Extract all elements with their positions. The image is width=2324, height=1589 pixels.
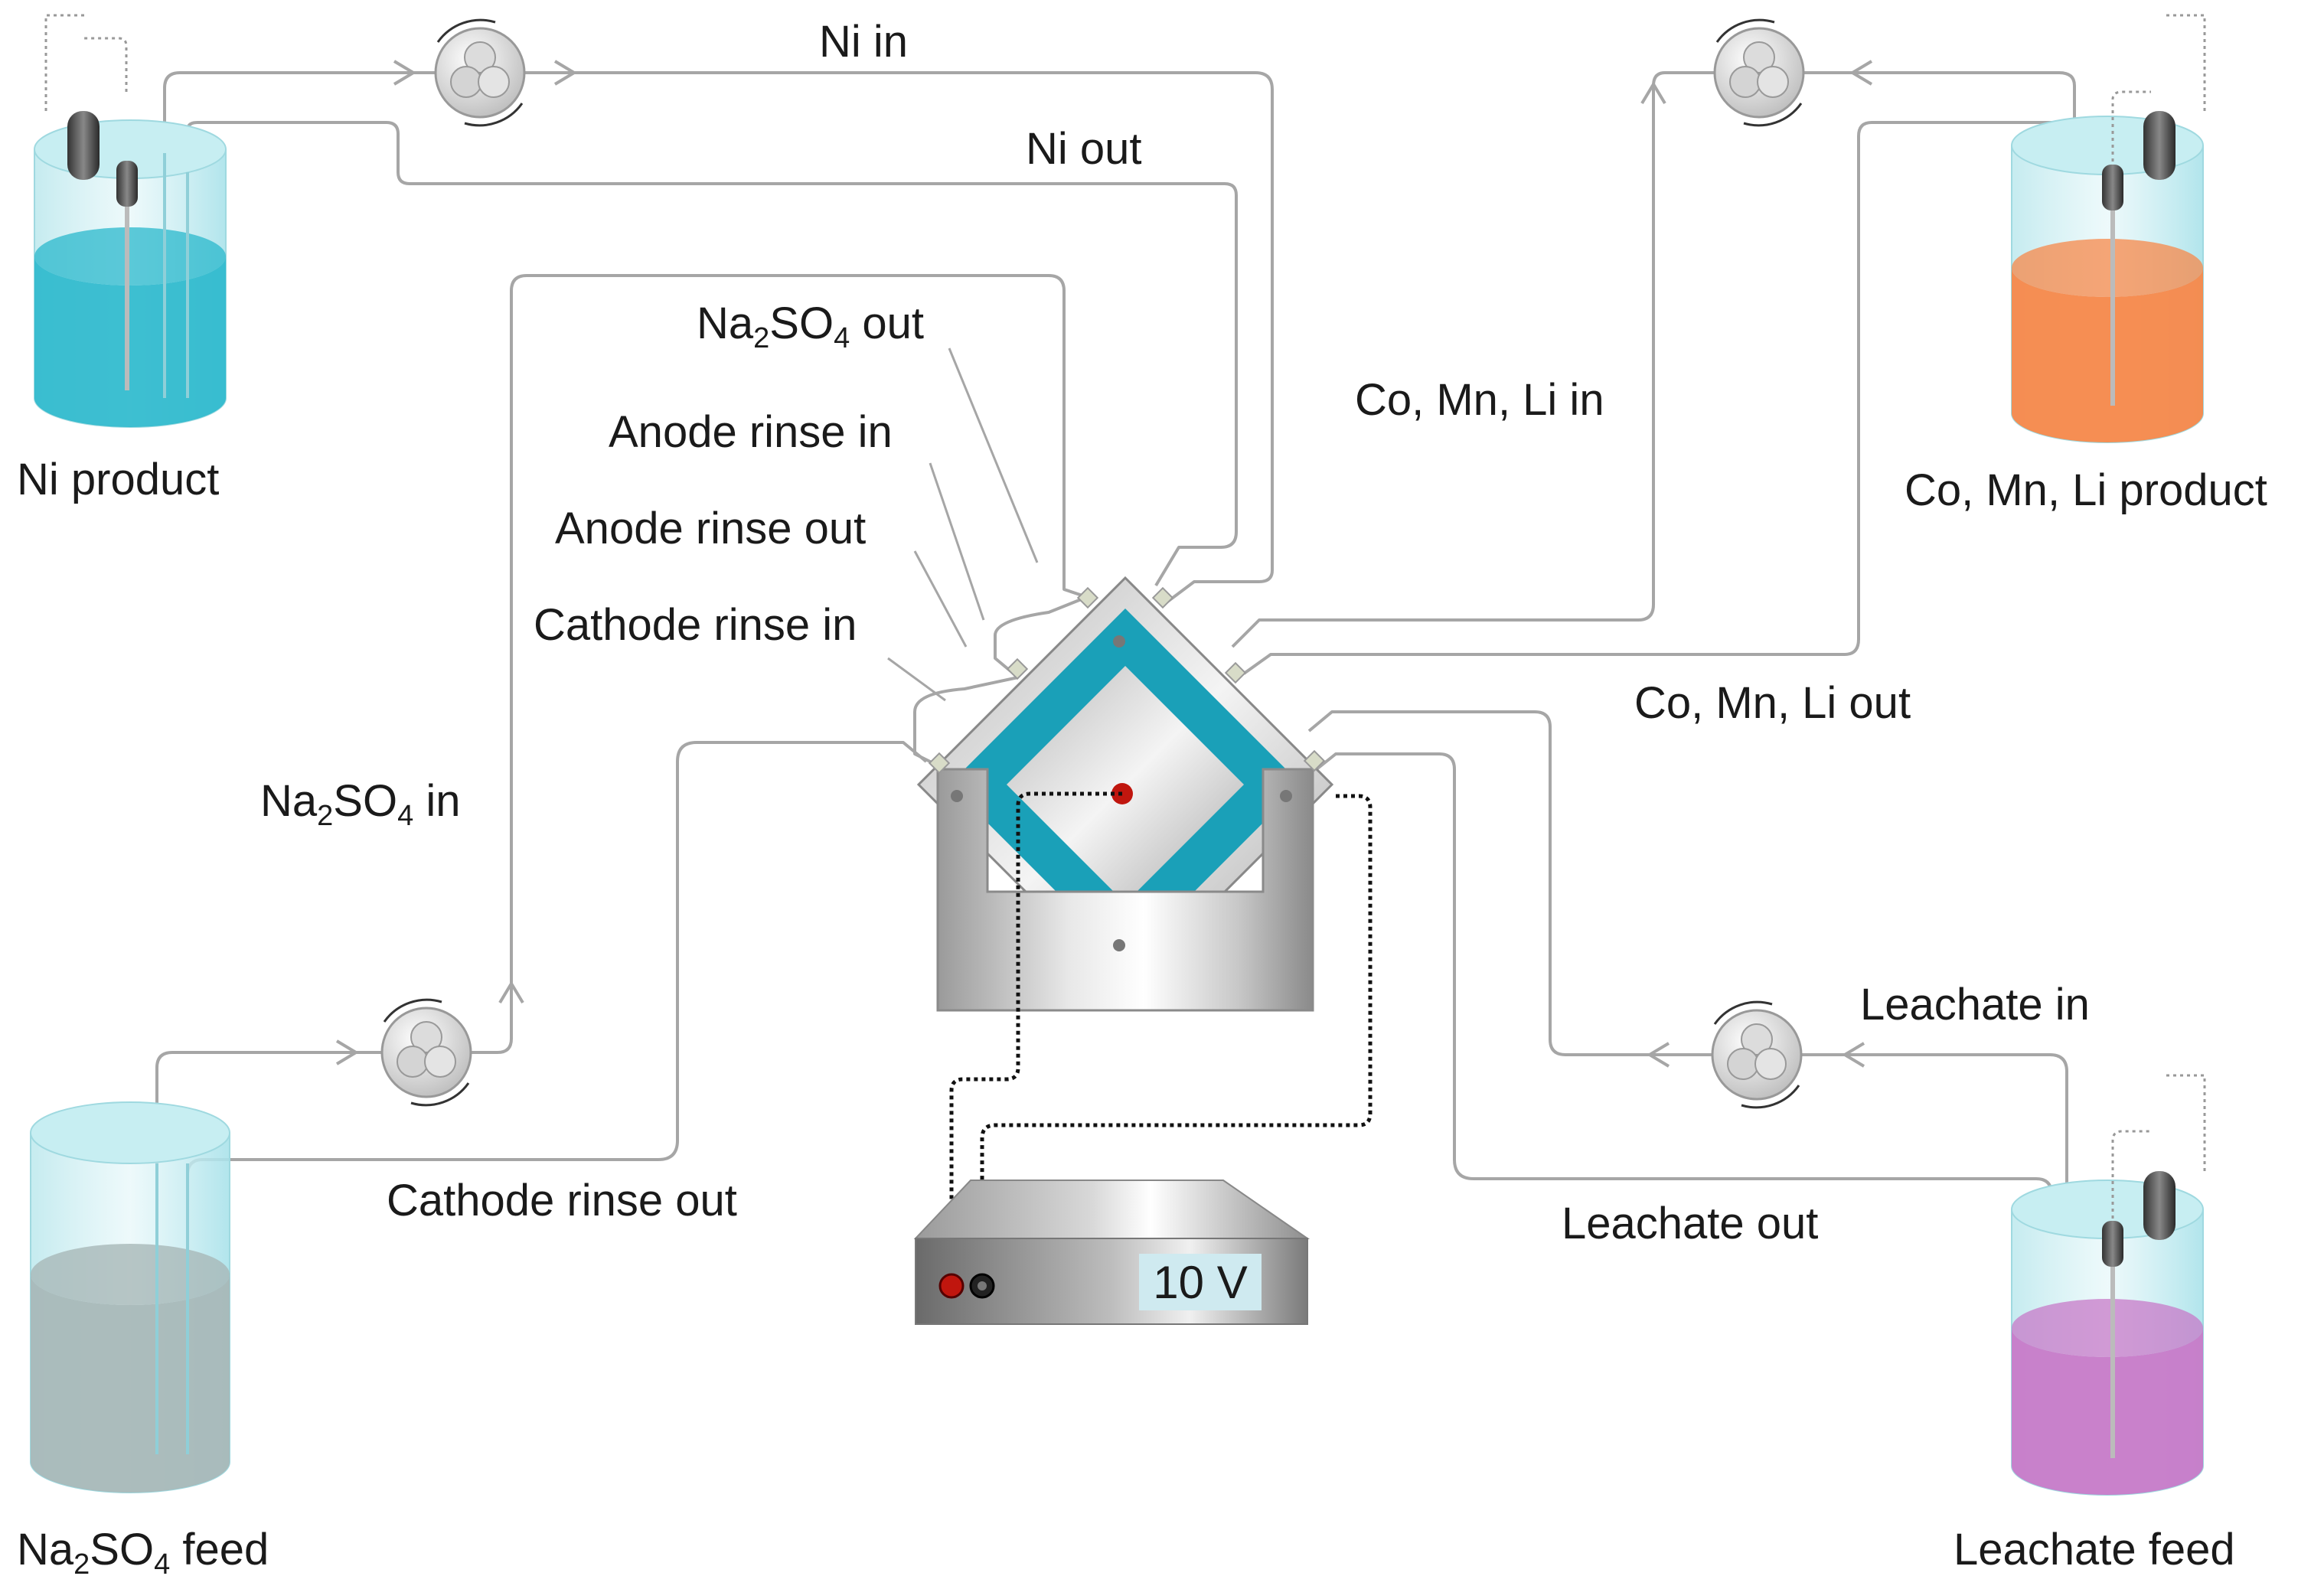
electrodialysis-cell bbox=[916, 576, 1334, 1012]
cell-holder bbox=[936, 768, 1314, 1012]
arrow-ni-in-2 bbox=[553, 60, 577, 86]
arrow-co-in-2 bbox=[1640, 81, 1666, 105]
tube-anode-rinse bbox=[994, 595, 1088, 679]
voltage-value: 10 V bbox=[1153, 1256, 1248, 1308]
pump-ni[interactable] bbox=[434, 18, 526, 127]
label-ni-product: Ni product bbox=[17, 455, 220, 504]
tube-ni-in bbox=[163, 71, 1274, 606]
arrow-na-in-1 bbox=[335, 1039, 359, 1065]
label-anode-rinse-in: Anode rinse in bbox=[609, 407, 893, 457]
label-cathode-rinse-in: Cathode rinse in bbox=[534, 600, 857, 650]
liquid-co-mn-li-product bbox=[2012, 268, 2203, 442]
label-leachate-in: Leachate in bbox=[1860, 980, 2090, 1029]
liquid-leachate-feed bbox=[2012, 1328, 2203, 1495]
flow-arrows bbox=[335, 60, 1873, 1068]
label-na2so4-in: Na2SO4 in bbox=[260, 776, 461, 832]
wire-negative bbox=[980, 794, 1373, 1286]
label-leachate-out: Leachate out bbox=[1562, 1199, 1819, 1248]
conductivity-probe-ni bbox=[116, 161, 138, 207]
label-leachate-feed: Leachate feed bbox=[1954, 1525, 2235, 1574]
conductivity-probe-co bbox=[2102, 165, 2123, 210]
positive-output-terminal[interactable] bbox=[938, 1273, 965, 1299]
electrical-wiring bbox=[949, 791, 1373, 1286]
pump-leachate[interactable] bbox=[1711, 1000, 1803, 1109]
arrow-ni-in-1 bbox=[393, 60, 416, 86]
wire-positive bbox=[949, 791, 1122, 1286]
arrow-leach-in-1 bbox=[1842, 1042, 1865, 1068]
label-ni-out: Ni out bbox=[1026, 124, 1142, 174]
label-ni-in: Ni in bbox=[819, 17, 909, 67]
label-co-mn-li-in: Co, Mn, Li in bbox=[1355, 375, 1604, 425]
ph-probe-ni bbox=[67, 111, 100, 180]
arrow-leach-in-2 bbox=[1647, 1042, 1670, 1068]
label-na2so4-feed: Na2SO4 feed bbox=[17, 1525, 269, 1581]
ph-probe-leachate bbox=[2143, 1171, 2175, 1240]
tube-leachate-in bbox=[1307, 710, 2068, 1209]
leader-cathode-rinse-in bbox=[887, 657, 946, 702]
voltage-display: 10 V bbox=[1139, 1254, 1262, 1310]
tank-leachate-feed bbox=[2011, 1074, 2206, 1496]
tube-leachate-out bbox=[1315, 752, 2053, 1209]
arrow-co-in-1 bbox=[1849, 60, 1873, 86]
pump-na2so4[interactable] bbox=[380, 998, 472, 1107]
liquid-na2so4-feed bbox=[31, 1274, 230, 1493]
label-co-mn-li-product: Co, Mn, Li product bbox=[1905, 465, 2267, 515]
tank-na2so4-feed bbox=[30, 1101, 230, 1493]
tube-ni-out bbox=[186, 121, 1238, 587]
arrow-na-in-2 bbox=[498, 980, 524, 1004]
liquid-ni-product bbox=[34, 256, 226, 427]
label-anode-rinse-out: Anode rinse out bbox=[555, 504, 867, 553]
label-na2so4-out: Na2SO4 out bbox=[697, 299, 924, 354]
pump-co-mn-li[interactable] bbox=[1713, 18, 1805, 127]
ph-probe-co bbox=[2143, 111, 2175, 180]
leader-anode-rinse-out bbox=[913, 550, 968, 648]
tank-co-mn-li-product bbox=[2011, 14, 2206, 443]
conductivity-probe-leachate bbox=[2102, 1221, 2123, 1267]
label-co-mn-li-out: Co, Mn, Li out bbox=[1634, 678, 1911, 728]
leader-na2so4-out bbox=[948, 347, 1039, 563]
tank-ni-product bbox=[34, 14, 227, 428]
label-cathode-rinse-out: Cathode rinse out bbox=[387, 1176, 737, 1225]
leader-anode-rinse-in bbox=[929, 462, 985, 621]
tube-na2so4-in bbox=[155, 274, 1088, 1194]
tube-co-mn-li-in bbox=[1231, 71, 2076, 648]
tube-cathode-rinse bbox=[913, 676, 1019, 767]
